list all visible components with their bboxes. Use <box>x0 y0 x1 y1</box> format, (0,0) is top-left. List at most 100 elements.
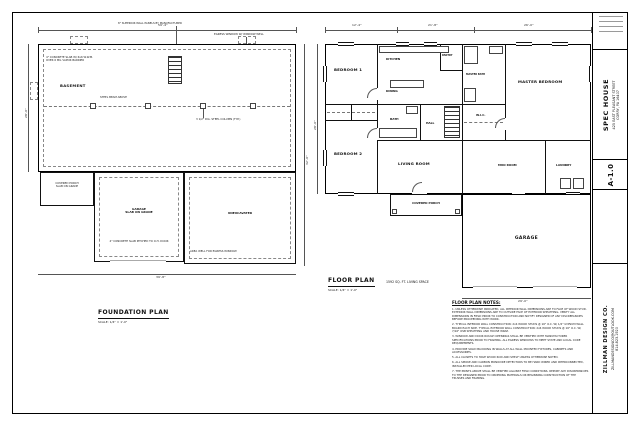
partition-wall <box>377 104 462 105</box>
revision-line <box>598 31 623 32</box>
window-well <box>70 36 88 44</box>
door-opening <box>503 118 508 130</box>
room-label: KITCHEN <box>386 57 401 61</box>
window <box>396 42 409 46</box>
dryer <box>573 178 584 189</box>
note-item: 6. ALL SMOKE AND CARBON MONOXIDE DETECTO… <box>452 360 584 368</box>
dimension-tick <box>397 27 398 33</box>
room-label: W.I.C. <box>476 113 486 117</box>
partition-wall <box>420 104 421 140</box>
pier <box>90 103 96 109</box>
door-swing-arc <box>367 128 377 138</box>
door-swing-arc <box>367 88 377 98</box>
pier <box>250 103 256 109</box>
window <box>552 42 568 46</box>
basement-stairs <box>168 56 182 84</box>
foundation-plan-scale: SCALE: 1/4" = 1'-0" <box>98 320 128 324</box>
partition-wall <box>462 140 591 141</box>
title-block-spacer <box>593 190 628 264</box>
window-well <box>30 82 38 100</box>
window <box>338 192 354 196</box>
master-bathtub <box>464 46 478 64</box>
floor-plan-notes: FLOOR PLAN NOTES: 1. UNLESS OTHERWISE IN… <box>452 300 589 382</box>
dimension-text: 39'-8" <box>156 275 166 279</box>
unexcavated-label: UNEXCAVATED <box>227 211 253 215</box>
garage-door-opening <box>473 286 517 290</box>
area-well-note: AREA WELL FOR EGRESS WINDOW <box>190 249 237 253</box>
project-address-line2: CORRY, PA 16407 <box>615 90 620 120</box>
sheet-border <box>12 12 628 414</box>
revision-line <box>598 16 623 17</box>
dimension-line <box>325 30 591 31</box>
column-note: 3 1/2" DIA. STEEL COLUMN (TYP.) <box>196 117 241 121</box>
door-opening <box>375 128 380 140</box>
partition-wall <box>377 44 378 194</box>
dimension-tick <box>38 27 39 33</box>
note-item: 5. ALL CLOSETS TO HAVE WOOD ROD AND SHEL… <box>452 355 559 360</box>
partition-wall <box>545 140 546 194</box>
dimension-line <box>317 44 318 194</box>
firm-block: ZILLMAN DESIGN CO. ZILLMANDESIGNCO@OUTLO… <box>593 264 628 414</box>
room-label: DINING <box>386 89 398 93</box>
slab-note: 4" CONCRETE SLAB W/ 6x6 W.W.M. OVER 6 MI… <box>46 55 94 63</box>
shower <box>464 88 476 102</box>
revision-block <box>593 12 628 50</box>
room-label: LAUNDRY <box>556 163 572 167</box>
door-swing-arc <box>495 118 505 128</box>
floor-plan-scale: SCALE: 1/4" = 1'-0" <box>328 288 358 292</box>
dimension-line <box>304 44 305 266</box>
pier <box>200 103 206 109</box>
leader-line <box>203 109 204 118</box>
notes-heading: FLOOR PLAN NOTES: <box>452 300 501 305</box>
door-swing-arc <box>412 182 422 192</box>
note-item: 3. WINDOW AND DOOR ROUGH OPENINGS SHALL … <box>452 334 581 346</box>
washer <box>560 178 571 189</box>
stairs <box>444 106 460 138</box>
floor-plan-title: FLOOR PLAN <box>328 277 375 287</box>
window-well <box>238 36 256 44</box>
bathtub <box>379 128 417 138</box>
dimension-text: 29'-0" <box>518 299 528 303</box>
footing-dashed-line <box>43 49 291 167</box>
firm-name: ZILLMAN DESIGN CO. <box>603 304 610 374</box>
basement-label: BASEMENT <box>60 83 86 88</box>
revision-line <box>598 21 623 22</box>
note-item: 1. UNLESS OTHERWISE INDICATED, ALL INTER… <box>452 306 587 321</box>
room-label-garage: GARAGE <box>514 236 539 241</box>
sheet-number: A-1.0 <box>607 163 615 187</box>
window <box>338 42 354 46</box>
foundation-porch-slab <box>40 172 94 206</box>
window <box>424 42 437 46</box>
partition-wall <box>462 104 505 105</box>
garage-outline <box>462 194 591 288</box>
dimension-tick <box>296 27 297 33</box>
garage-door-opening <box>110 260 166 264</box>
dimension-line <box>462 298 591 299</box>
dimension-line <box>28 44 29 172</box>
porch-post <box>455 209 460 214</box>
dimension-tick <box>325 27 326 33</box>
closet-rod-dashed <box>327 112 375 113</box>
room-label-covered-porch: COVERED PORCH <box>412 201 440 205</box>
partition-wall <box>462 44 463 194</box>
beam-dashed-line <box>44 106 290 107</box>
leader-line <box>246 37 247 44</box>
slab-pitch-note: 4" CONCRETE SLAB PITCHED TO O.H. DOOR <box>109 239 169 243</box>
room-label: LIVING ROOM <box>398 161 430 166</box>
note-item: 2. TYPICAL INTERIOR WALL CONSTRUCTION: 2… <box>452 322 584 334</box>
pier <box>145 103 151 109</box>
unexcavated-dashed <box>189 177 291 259</box>
foundation-plan-title: FOUNDATION PLAN <box>98 309 169 319</box>
partition-wall <box>440 70 462 71</box>
room-label: HALL <box>426 121 435 125</box>
kitchen-counter <box>379 46 449 53</box>
dimension-text: 59'-4" <box>158 23 168 27</box>
dimension-line <box>38 274 296 275</box>
room-label: PANTRY <box>442 54 453 57</box>
closet-rod-dashed <box>464 122 503 123</box>
title-block: SPEC HOUSE 425 EAST PLEASANT STREET CORR… <box>592 12 628 414</box>
revision-line <box>598 26 623 27</box>
door-opening <box>375 88 380 100</box>
foundation-unexcavated <box>184 172 296 264</box>
